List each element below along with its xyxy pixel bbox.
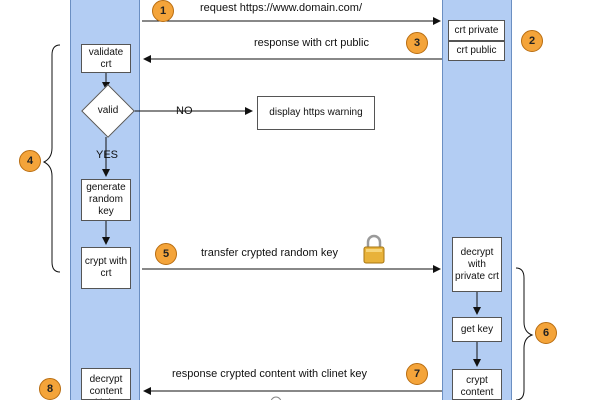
crt-public-box: crt public — [448, 41, 505, 61]
decrypt-private-crt-box: decrypt with private crt — [452, 237, 502, 292]
valid-decision-label: valid — [97, 105, 119, 116]
partial-icon-bottom — [270, 396, 282, 400]
message-response-content-label: response crypted content with clinet key — [172, 368, 368, 380]
no-branch-label: NO — [176, 105, 193, 117]
step-badge-8: 8 — [39, 378, 61, 400]
step-badge-2: 2 — [521, 30, 543, 52]
crypt-with-crt-box: crypt with crt — [81, 247, 131, 289]
decrypt-content-box: decrypt content with key — [81, 368, 131, 400]
yes-branch-label: YES — [96, 149, 119, 161]
get-key-box: get key — [452, 317, 502, 342]
step-badge-1: 1 — [152, 0, 174, 22]
message-response-crt-label: response with crt public — [254, 37, 369, 49]
crypt-content-box: crypt content with key — [452, 369, 502, 400]
message-transfer-key-label: transfer crypted random key — [201, 247, 338, 259]
lock-icon — [363, 234, 385, 264]
step-badge-5: 5 — [155, 243, 177, 265]
generate-random-key-box: generate random key — [81, 179, 131, 221]
validate-crt-box: validate crt — [81, 44, 131, 73]
https-warning-box: display https warning — [257, 96, 375, 130]
step-badge-3: 3 — [406, 32, 428, 54]
brace-step-4 — [42, 44, 61, 273]
brace-step-6 — [515, 267, 534, 400]
message-request-label: request https://www.domain.com/ — [200, 2, 363, 14]
crt-private-box: crt private — [448, 20, 505, 41]
step-badge-7: 7 — [406, 363, 428, 385]
step-badge-6: 6 — [535, 322, 557, 344]
step-badge-4: 4 — [19, 150, 41, 172]
